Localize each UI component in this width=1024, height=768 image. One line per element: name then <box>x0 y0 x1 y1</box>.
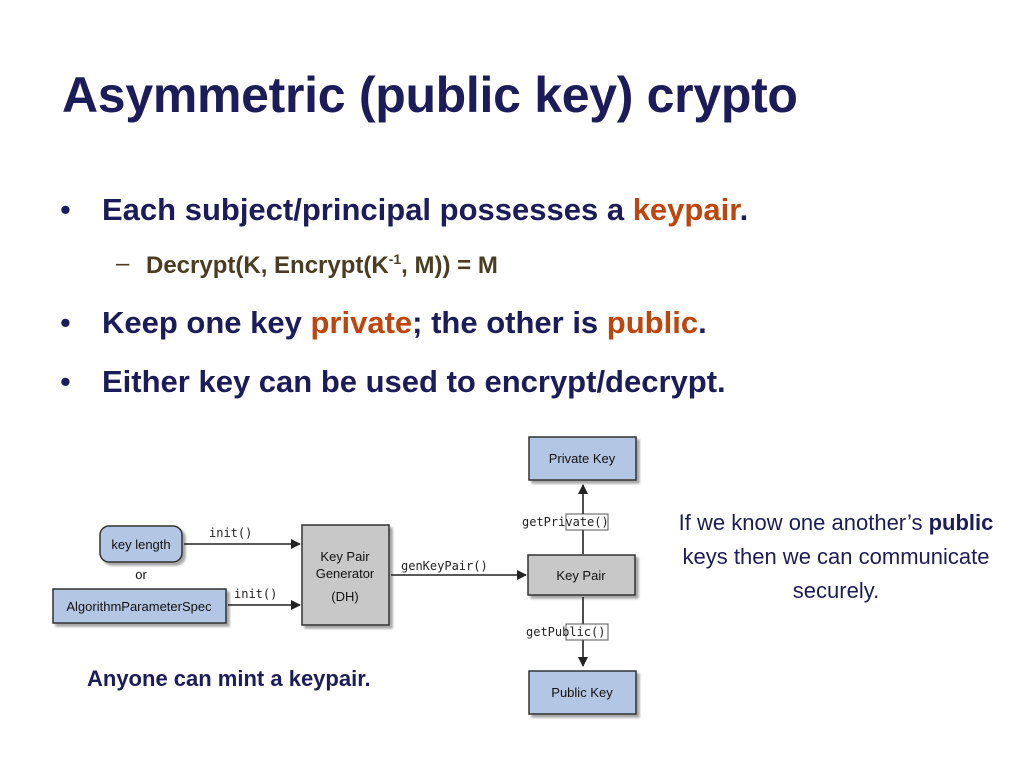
private-key-label: Private Key <box>549 451 616 466</box>
public-key-label: Public Key <box>551 685 613 700</box>
bullet-dot: • <box>60 305 71 340</box>
sub-superscript: -1 <box>388 251 402 267</box>
bullet-text-pre: Keep one key <box>102 305 311 340</box>
side-note: If we know one another’s public keys the… <box>676 506 996 608</box>
get-public-label-bg <box>565 623 609 641</box>
key-pair-box: Key Pair <box>527 554 636 596</box>
note-text-post: keys then we can communicate securely. <box>682 544 990 603</box>
key-length-box: key length <box>99 525 183 563</box>
generator-label-line2: Generator <box>316 566 375 581</box>
bullet-text-post: . <box>698 305 707 340</box>
get-public-label: getPublic() <box>526 625 605 639</box>
generator-label-line1: Key Pair <box>320 549 370 564</box>
note-bold-public: public <box>928 510 994 535</box>
bullet-text: Each subject/principal possesses a keypa… <box>102 192 748 228</box>
sub-text-post: , M)) = M <box>401 252 498 279</box>
bullet-dot: • <box>60 192 71 227</box>
init-bottom-label: init() <box>234 587 277 601</box>
sub-text-pre: Decrypt(K, Encrypt(K <box>146 252 389 279</box>
slide-title: Asymmetric (public key) crypto <box>62 67 798 123</box>
bullet-text-pre: Each subject/principal possesses a <box>102 192 633 227</box>
sub-bullet-dash: – <box>116 250 130 277</box>
sub-bullet-text: Decrypt(K, Encrypt(K-1, M)) = M <box>146 252 498 280</box>
get-private-label: getPrivate() <box>522 515 609 529</box>
diagram-caption: Anyone can mint a keypair. <box>87 666 371 691</box>
bullet-accent-keypair: keypair <box>632 192 740 227</box>
bullet-accent-public: public <box>606 305 699 340</box>
key-length-label: key length <box>111 537 170 552</box>
get-private-label-bg <box>565 513 609 531</box>
public-key-box: Public Key <box>528 670 637 715</box>
algorithm-param-spec-label: AlgorithmParameterSpec <box>66 599 212 614</box>
key-pair-generator-box: Key Pair Generator (DH) <box>301 524 390 626</box>
bullet-dot: • <box>60 364 71 399</box>
or-label: or <box>135 567 147 582</box>
bullet-text: Keep one key private; the other is publi… <box>102 305 707 341</box>
private-key-box: Private Key <box>528 436 637 481</box>
algorithm-param-spec-box: AlgorithmParameterSpec <box>52 588 227 624</box>
init-top-label: init() <box>209 526 252 540</box>
note-text-pre: If we know one another’s <box>678 510 929 535</box>
bullet-accent-private: private <box>310 305 413 340</box>
gen-key-pair-label: genKeyPair() <box>401 559 488 573</box>
generator-label-line3: (DH) <box>331 589 358 604</box>
bullet-text-post: . <box>739 192 749 227</box>
bullet-text-mid: ; the other is <box>412 305 607 340</box>
key-pair-label: Key Pair <box>556 568 606 583</box>
bullet-text: Either key can be used to encrypt/decryp… <box>102 364 726 399</box>
